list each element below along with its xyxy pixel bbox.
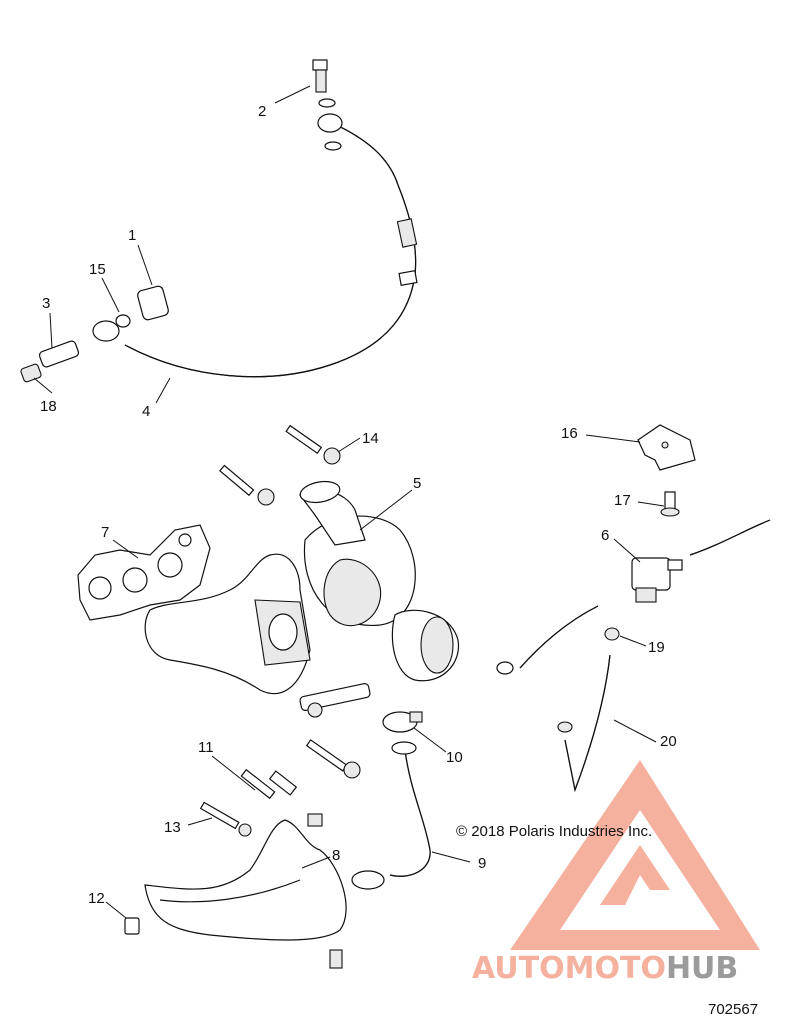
callout-11: 11 [198,739,214,756]
vacuum-hose [496,605,599,675]
watermark-triangle-icon [510,760,760,950]
washer-15 [115,314,131,328]
callout-numbers: 1 2 3 4 5 6 7 8 9 10 11 12 13 14 15 16 1… [40,103,677,907]
banjo-fitting-top [317,113,343,133]
leader-lines [33,85,665,919]
callout-16: 16 [561,425,578,442]
callout-10: 10 [446,749,463,766]
oil-feed-line [92,113,418,378]
banjo-fitting-bottom [92,320,120,342]
bolt-17 [660,491,680,517]
watermark-inner-mark-icon [600,845,670,905]
watermark-brand-b: HUB [666,951,738,986]
line-clip [398,270,418,286]
exhaust-manifold [144,553,371,718]
watermark-logo: AUTOMOTOHUB [472,760,760,986]
callout-5: 5 [413,475,421,492]
bracket-16 [637,424,696,471]
copyright-notice: © 2018 Polaris Industries Inc. [456,823,652,840]
callout-7: 7 [101,524,109,541]
clamp-10 [382,711,423,733]
stud-upper [305,739,361,779]
coolant-hose-9 [389,741,431,877]
adapter-3 [38,340,80,368]
nut-18 [20,363,42,383]
turbocharger-5 [299,480,460,682]
callout-17: 17 [614,492,631,509]
stud-14 [285,424,341,465]
callout-2: 2 [258,103,266,120]
callout-19: 19 [648,639,665,656]
callout-8: 8 [332,847,340,864]
banjo-bolt-2 [312,59,342,151]
fitting-1 [137,285,169,321]
callout-13: 13 [164,819,181,836]
gasket-7 [77,524,211,621]
hose-20 [557,654,611,793]
stud-13 [199,801,252,837]
callout-12: 12 [88,890,105,907]
solenoid-valve-6 [631,519,771,603]
callout-15: 15 [89,261,106,278]
stud-nut-pair [219,464,275,506]
svg-text:AUTOMOTOHUB: AUTOMOTOHUB [472,951,738,986]
callout-20: 20 [660,733,677,750]
callout-3: 3 [42,295,50,312]
watermark-brand-a: AUTOMOTO [472,951,666,986]
cap-19 [604,627,620,641]
bolt-12 [124,917,140,935]
drawing-number: 702567 [708,1001,758,1018]
hose-clamp [351,870,385,890]
callout-9: 9 [478,855,486,872]
heat-shield-8 [144,813,347,969]
callout-18: 18 [40,398,57,415]
callout-6: 6 [601,527,609,544]
line-sleeve [396,218,418,248]
callout-1: 1 [128,227,136,244]
callout-14: 14 [362,430,379,447]
bolt-11 [240,768,298,800]
callout-4: 4 [142,403,150,420]
